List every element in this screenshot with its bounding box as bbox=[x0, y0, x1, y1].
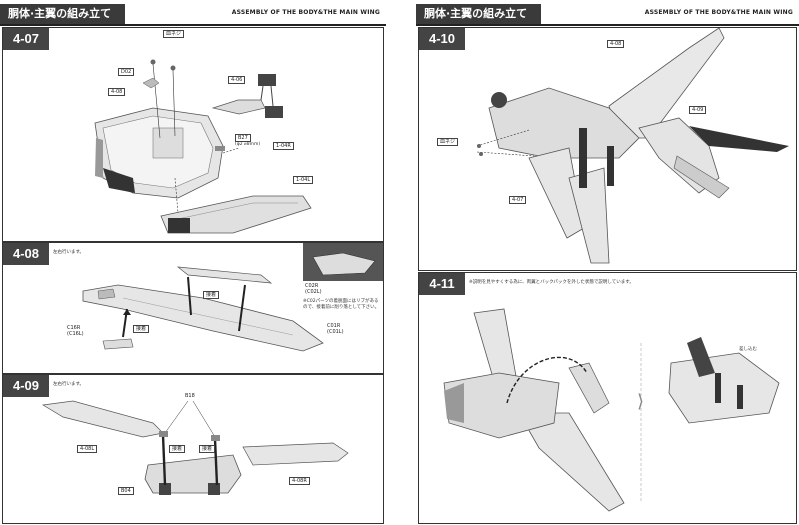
label-c02l: (C02L) bbox=[305, 289, 322, 295]
label-4-08: 4-08 bbox=[108, 88, 126, 96]
section-title-en: ASSEMBLY OF THE BODY&THE MAIN WING bbox=[644, 9, 793, 16]
step-4-10-panel: 4-10 4-08 4-09 皿ネジ 4-07 bbox=[418, 27, 797, 271]
label-4-09: 4-09 bbox=[689, 106, 707, 114]
right-page-header: 胴体·主翼の組み立て ASSEMBLY OF THE BODY&THE MAIN… bbox=[416, 4, 799, 26]
label-4-08l: 4-08L bbox=[77, 445, 98, 453]
step-number: 4-11 bbox=[419, 273, 465, 295]
step-4-07-panel: 4-07 皿ネジ D02 4-08 bbox=[2, 27, 384, 242]
label-glue-1: 接着 bbox=[169, 445, 186, 453]
step-4-11-illustration bbox=[443, 308, 780, 512]
arrow-right-icon: ⟩ bbox=[637, 391, 645, 412]
label-insert: 差し込む bbox=[739, 347, 757, 352]
step-note: ※説明を見やすくする為に、両翼とバックパックを外した状態で説明しています。 bbox=[469, 280, 634, 285]
step-number: 4-08 bbox=[3, 243, 49, 265]
label-1-04l: 1-04L bbox=[293, 176, 314, 184]
label-b27-size: (φ2 ⌀8mm) bbox=[235, 142, 261, 147]
step-4-08-panel: 4-08 左右行います。 接着 接着 C02R (C02L) ※C02パーツの着… bbox=[2, 242, 384, 374]
label-d02: D02 bbox=[118, 68, 135, 76]
step-4-07-illustration bbox=[94, 59, 312, 234]
label-b18: B18 bbox=[185, 393, 195, 399]
label-4-06: 4-06 bbox=[228, 76, 246, 84]
step-4-09-panel: 4-09 左右行います。 B18 接着 接着 4-08L 4-08R B04 bbox=[2, 374, 384, 524]
step-4-08-illustration bbox=[82, 243, 383, 352]
label-4-08: 4-08 bbox=[607, 40, 625, 48]
step-4-09-illustration bbox=[41, 400, 349, 495]
page-gutter bbox=[386, 0, 416, 525]
label-glue-1: 接着 bbox=[203, 291, 220, 299]
label-c01l: (C01L) bbox=[327, 329, 344, 335]
section-title-jp: 胴体·主翼の組み立て bbox=[416, 4, 542, 24]
label-glue-2: 接着 bbox=[133, 325, 150, 333]
label-screw: 皿ネジ bbox=[163, 30, 185, 38]
section-title-jp: 胴体·主翼の組み立て bbox=[0, 4, 126, 24]
left-page-header: 胴体·主翼の組み立て ASSEMBLY OF THE BODY&THE MAIN… bbox=[0, 4, 386, 26]
step-number: 4-09 bbox=[3, 375, 49, 397]
step-4-11-panel: 4-11 ※説明を見やすくする為に、両翼とバックパックを外した状態で説明していま… bbox=[418, 272, 797, 524]
step-number: 4-10 bbox=[419, 28, 465, 50]
label-c02r: C02R bbox=[305, 283, 319, 289]
section-title-en: ASSEMBLY OF THE BODY&THE MAIN WING bbox=[231, 9, 380, 16]
label-glue-2: 接着 bbox=[199, 445, 216, 453]
step-note: 左右行います。 bbox=[53, 382, 85, 387]
label-screw: 皿ネジ bbox=[437, 138, 459, 146]
remark-c02: ※C02パーツの着脱面にはリブがあるので、接着前に削り落として下さい。 bbox=[303, 299, 380, 310]
label-c16r: C16R bbox=[67, 325, 81, 331]
label-b27: B27 bbox=[235, 134, 251, 142]
right-page: 胴体·主翼の組み立て ASSEMBLY OF THE BODY&THE MAIN… bbox=[416, 0, 799, 525]
step-number: 4-07 bbox=[3, 28, 49, 50]
label-c16l: (C16L) bbox=[67, 331, 84, 337]
step-note: 左右行います。 bbox=[53, 250, 85, 255]
left-page: 胴体·主翼の組み立て ASSEMBLY OF THE BODY&THE MAIN… bbox=[0, 0, 386, 525]
step-4-10-illustration bbox=[476, 28, 789, 264]
label-1-04r: 1-04R bbox=[273, 142, 294, 150]
label-4-08r: 4-08R bbox=[289, 477, 310, 485]
label-c01r: C01R bbox=[327, 323, 341, 329]
label-b04: B04 bbox=[118, 487, 134, 495]
label-4-07: 4-07 bbox=[509, 196, 527, 204]
